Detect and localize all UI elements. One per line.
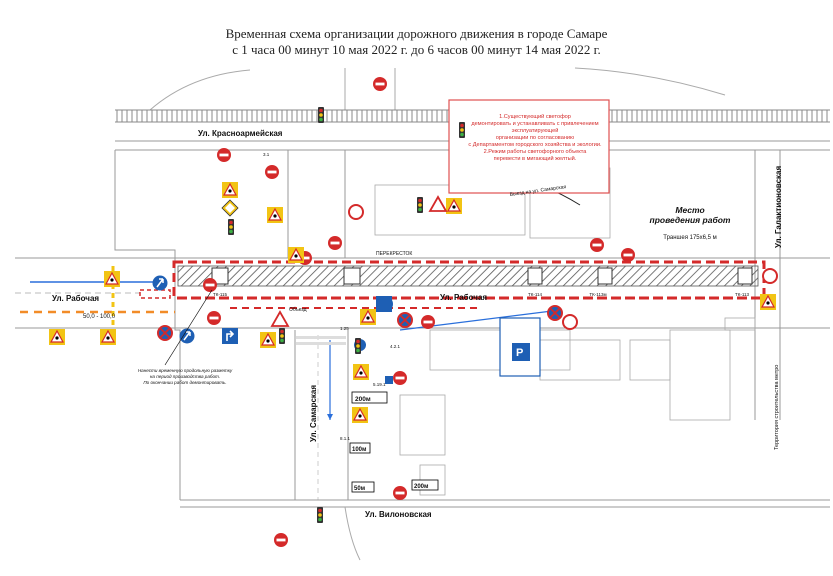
sign-caption: 8.1.1 xyxy=(340,436,351,441)
notice-line-6: 2.Режим работы светофорного объекта xyxy=(484,149,588,155)
label-dist-50: 50м xyxy=(354,486,366,492)
work-zone-title-1: Место xyxy=(675,205,704,215)
label-rabochaya-center: Ул. Рабочая xyxy=(440,293,487,302)
label-samarskaya: Ул. Самарская xyxy=(309,385,318,442)
label-metro-territory: Территория строительства метро xyxy=(774,365,780,450)
pit-label: ТК-115 xyxy=(213,292,228,297)
label-galaktionovskaya: Ул. Галактионовская xyxy=(774,166,783,248)
notice-line-5: с Департаментом городского хозяйства и э… xyxy=(468,141,602,148)
pit-label: ТК-113 xyxy=(735,292,750,297)
notice-line-1: 1.Существующий светофор xyxy=(499,113,571,120)
label-crossroad: ПЕРЕКРЕСТОК xyxy=(376,251,412,257)
work-zone-trench xyxy=(177,265,759,287)
work-zone-title-2: проведения работ xyxy=(650,215,731,225)
label-dist-200b: 200м xyxy=(414,484,429,490)
notice-line-3: эксплуатирующей xyxy=(512,127,559,134)
note-line-1: Нанести временную продольную разметку xyxy=(138,368,233,373)
note-line-3: По окончании работ демонтировать. xyxy=(143,380,226,385)
sign-caption: 5.19.1 xyxy=(373,382,386,387)
notice-text: 1.Существующий светофор демонтировать и … xyxy=(468,113,602,162)
notice-line-2: демонтировать и устанавливать с привлече… xyxy=(471,121,598,127)
label-krasnoarmeyskaya: Ул. Красноармейская xyxy=(198,129,283,138)
pit-label: ТК-114 xyxy=(528,292,543,297)
label-dist-100: 100м xyxy=(352,447,367,453)
page-title-line1: Временная схема организации дорожного дв… xyxy=(225,26,608,41)
road-curve-top-right xyxy=(574,67,726,96)
label-distance-range: 50,0 - 100,0 xyxy=(83,314,116,320)
label-dist-200: 200м xyxy=(355,396,371,403)
parking-letter: P xyxy=(516,347,523,359)
sign-caption: 3.1 xyxy=(263,152,270,157)
road-curve-top-left xyxy=(149,69,251,111)
label-vilonovskaya: Ул. Вилоновская xyxy=(365,510,432,519)
page-title-line2: с 1 часа 00 минут 10 мая 2022 г. до 6 ча… xyxy=(232,42,601,57)
notice-line-7: перевести в мигающий желтый. xyxy=(494,155,577,162)
work-zone-subtitle: Траншея 175х6,5 м xyxy=(663,235,717,241)
label-rabochaya-left: Ул. Рабочая xyxy=(52,294,99,303)
notice-box xyxy=(448,99,610,194)
notice-line-4: организации по согласованию xyxy=(496,135,575,141)
label-detour: Объезд xyxy=(289,307,307,313)
pit-label: ТК-113м xyxy=(589,292,606,297)
sign-caption: 1.25 xyxy=(340,326,349,331)
sign-caption: 4.2.1 xyxy=(390,344,401,349)
crosswalk xyxy=(296,336,346,345)
note-line-2: на период производства работ. xyxy=(150,374,220,379)
sign-group xyxy=(48,77,778,547)
